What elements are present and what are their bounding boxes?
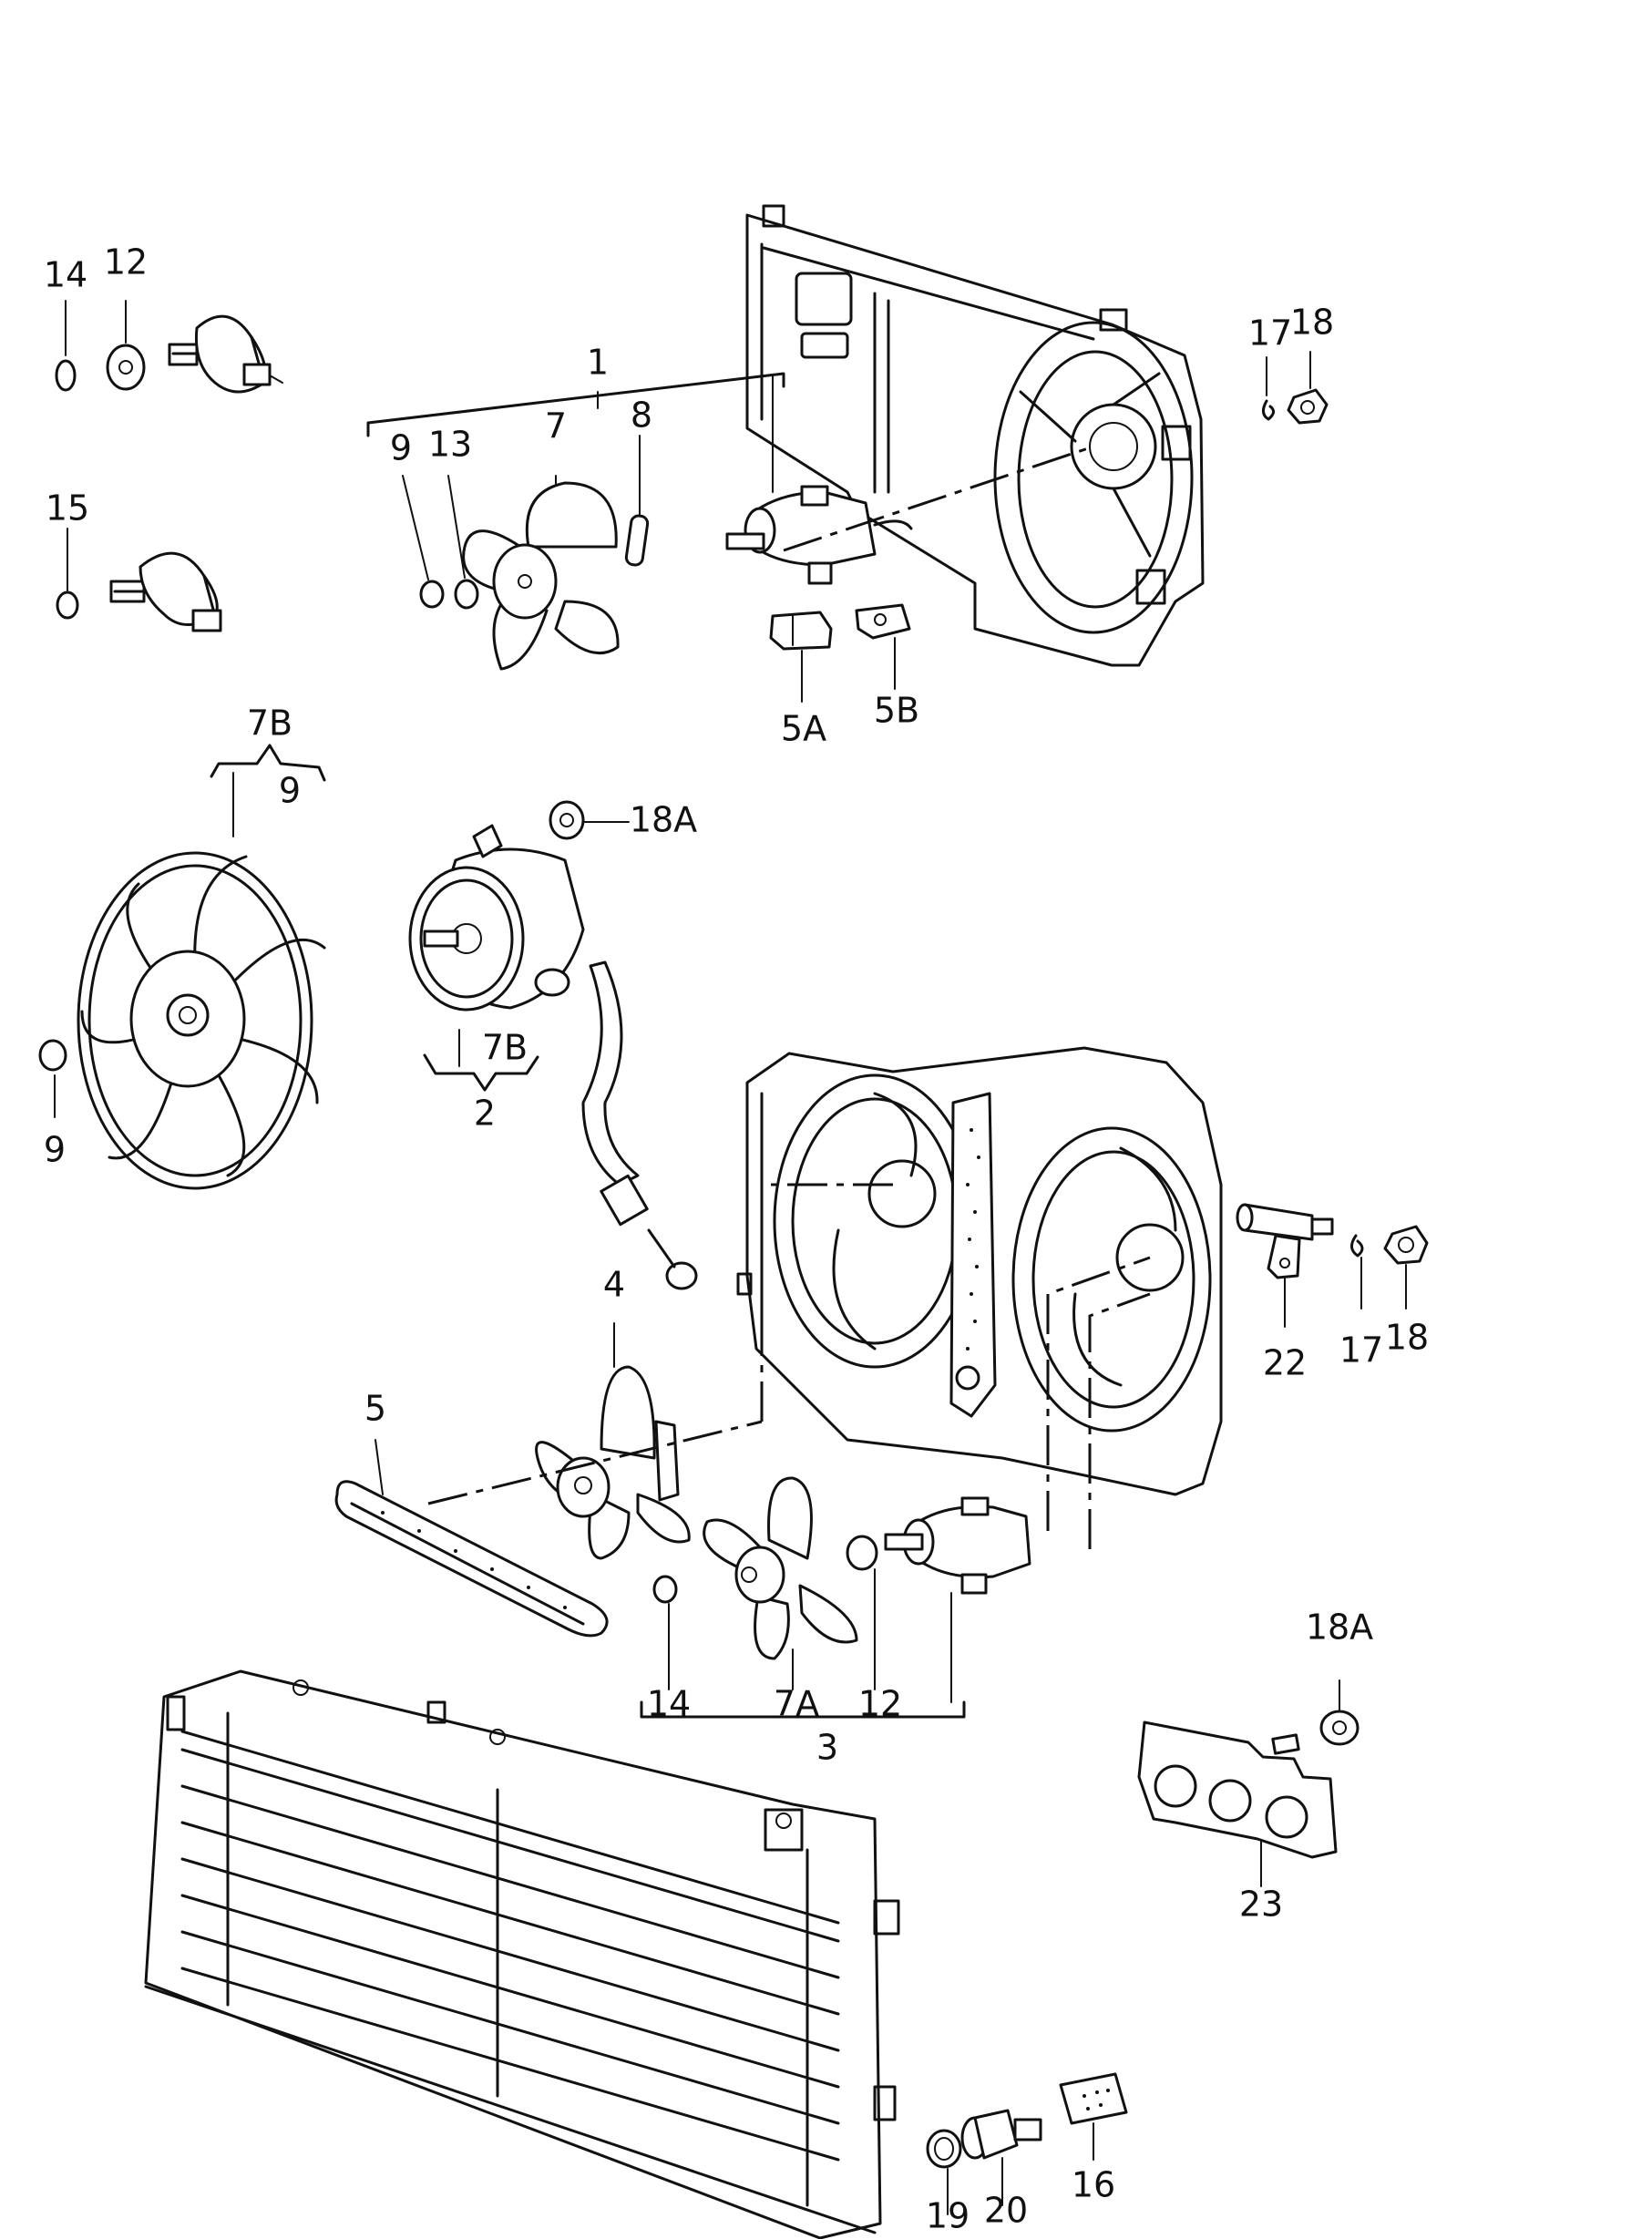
alignment-lines xyxy=(427,445,1151,1549)
callout-9-a: 9 xyxy=(390,428,412,468)
callout-22: 22 xyxy=(1263,1343,1307,1383)
fan-motor-3 xyxy=(884,1496,1031,1595)
callout-5: 5 xyxy=(364,1389,386,1429)
twin-fan-shroud xyxy=(736,1046,1223,1496)
callout-20: 20 xyxy=(984,2191,1028,2231)
callout-9-b: 9 xyxy=(279,771,301,811)
callout-5a: 5A xyxy=(781,709,826,749)
callout-12-bot: 12 xyxy=(858,1684,902,1724)
callout-15: 15 xyxy=(46,488,89,529)
thermo-switch-20 xyxy=(960,2109,1042,2160)
sealing-ring-19 xyxy=(926,2129,962,2169)
callout-19: 19 xyxy=(926,2196,970,2236)
four-blade-fan-7a xyxy=(652,1476,878,1660)
cover-plate xyxy=(1137,1710,1360,1859)
callout-18a-bot: 18A xyxy=(1306,1607,1373,1648)
seven-blade-fan xyxy=(38,851,326,1190)
callout-14-bot: 14 xyxy=(647,1684,691,1724)
temperature-switch-bracket xyxy=(1236,1203,1334,1279)
fan-motor-mid xyxy=(408,800,698,1290)
callout-4: 4 xyxy=(603,1265,625,1305)
callout-23: 23 xyxy=(1239,1885,1283,1925)
callout-13: 13 xyxy=(428,425,472,465)
callout-14-top: 14 xyxy=(44,255,87,295)
callout-7a: 7A xyxy=(774,1684,819,1724)
callout-5b: 5B xyxy=(874,691,919,731)
callout-17-top: 17 xyxy=(1248,313,1292,354)
callout-1: 1 xyxy=(587,343,609,383)
callout-18a-top: 18A xyxy=(630,800,697,840)
callout-18-top: 18 xyxy=(1290,303,1334,343)
callout-18-mid: 18 xyxy=(1385,1318,1429,1358)
clip-and-nut-top xyxy=(1262,388,1329,425)
callout-labels: 14 12 15 1 9 13 7 8 17 18 5A 5B 7B 9 18A… xyxy=(44,242,1429,2236)
clip-and-nut-mid xyxy=(1350,1225,1429,1265)
drive-belt xyxy=(334,1480,609,1638)
callout-7: 7 xyxy=(545,406,567,447)
fan-shroud-top xyxy=(745,204,1205,667)
connector-5b xyxy=(855,603,911,640)
connector-16 xyxy=(1059,2072,1128,2125)
fan-motor-top xyxy=(725,485,913,585)
callout-2: 2 xyxy=(474,1094,496,1134)
callout-7b-mid: 7B xyxy=(482,1028,528,1068)
callout-17-mid: 17 xyxy=(1339,1330,1383,1371)
small-motor-mid-left xyxy=(56,551,222,632)
callout-3: 3 xyxy=(816,1728,838,1768)
four-blade-fan-4 xyxy=(535,1365,691,1560)
small-motor-top-left xyxy=(55,314,283,394)
callout-12-top: 12 xyxy=(104,242,148,282)
callout-9-left: 9 xyxy=(44,1130,66,1170)
leader-lines xyxy=(54,300,1407,2215)
callout-16: 16 xyxy=(1072,2165,1115,2205)
four-blade-fan-top xyxy=(419,481,650,671)
connector-5a xyxy=(769,611,833,651)
callout-7b-top: 7B xyxy=(247,704,292,744)
radiator xyxy=(144,1669,900,2239)
callout-8: 8 xyxy=(631,395,652,436)
